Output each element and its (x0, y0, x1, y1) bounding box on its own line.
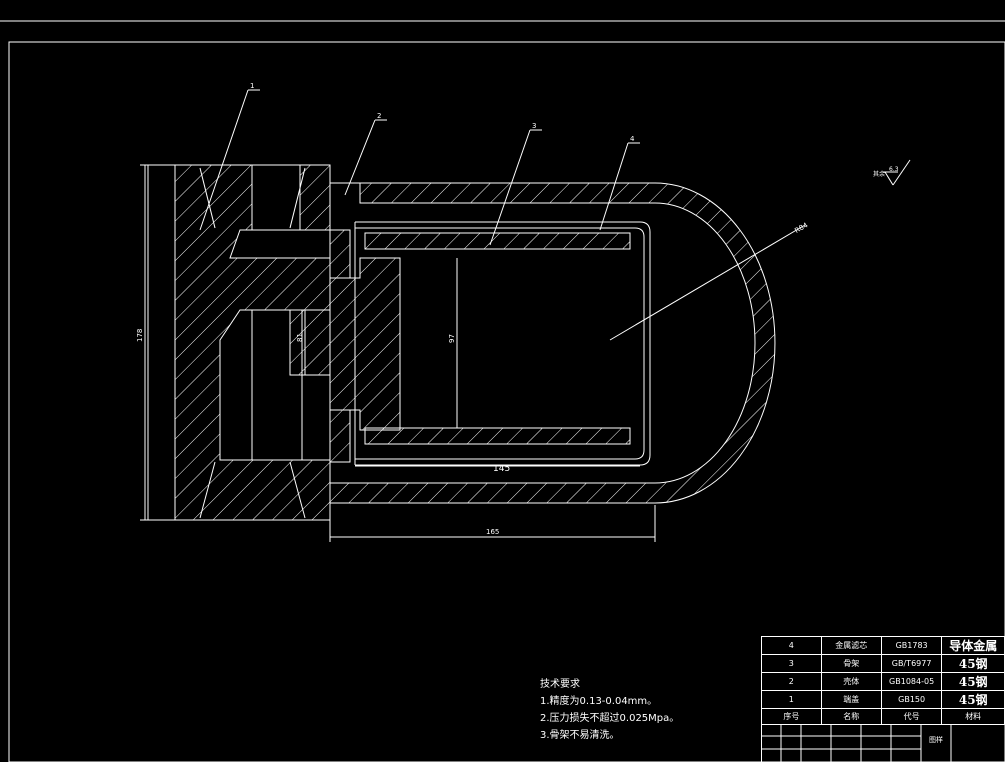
roughness-value: 6.3 (889, 166, 899, 173)
title-block-grid: 图样 (761, 724, 1005, 762)
table-row: 2 壳体 GB1084-05 45钢 (761, 672, 1005, 691)
dim-178: 178 (136, 329, 144, 342)
note-item: 3.骨架不易清洗。 (540, 730, 620, 741)
table-row: 1 端盖 GB150 45钢 (761, 690, 1005, 709)
balloon-2: 2 (377, 112, 381, 120)
note-item: 2.压力损失不超过0.025Mpa。 (540, 713, 680, 724)
dim-145: 145 (493, 464, 510, 474)
balloon-1: 1 (250, 82, 254, 90)
dimension-lines (140, 164, 656, 542)
table-header-row: 序号 名称 代号 材料 (761, 708, 1005, 725)
roughness-other-label: 其余 (873, 170, 885, 178)
roughness-symbol (883, 159, 911, 186)
table-row: 4 金属滤芯 GB1783 导体金属 (761, 636, 1005, 655)
balloon-4: 4 (630, 135, 635, 143)
inner-plug (289, 257, 401, 431)
dim-165: 165 (486, 528, 499, 536)
title-block-label: 图样 (929, 735, 943, 744)
bill-of-materials: 4 金属滤芯 GB1783 导体金属 3 骨架 GB/T6977 45钢 2 壳… (761, 636, 1005, 725)
technical-notes: 技术要求 1.精度为0.13-0.04mm。 2.压力损失不超过0.025Mpa… (540, 676, 679, 744)
notes-title: 技术要求 (540, 679, 580, 690)
dim-97: 97 (448, 334, 456, 343)
drawing-border (8, 41, 1005, 762)
filter-frame-part (364, 232, 631, 445)
metal-filter-part (354, 221, 651, 466)
table-row: 3 骨架 GB/T6977 45钢 (761, 654, 1005, 673)
leader-lines (199, 89, 806, 341)
balloon-3: 3 (532, 122, 536, 130)
housing-shell-part (329, 182, 776, 504)
radius-label: R84 (793, 221, 809, 235)
note-item: 1.精度为0.13-0.04mm。 (540, 696, 658, 707)
dim-81: 81 (296, 333, 304, 342)
